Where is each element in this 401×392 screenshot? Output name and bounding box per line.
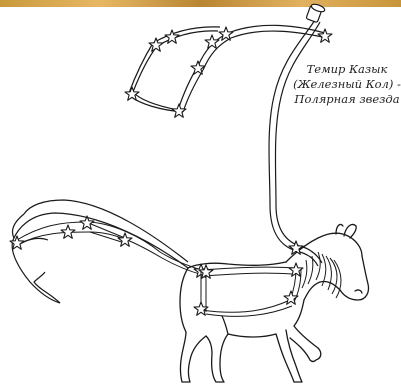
caption-line-1: Темир Казык	[289, 62, 401, 77]
star-icon	[191, 61, 205, 74]
horse-body	[180, 224, 369, 382]
star-icon	[284, 291, 298, 304]
star-icon	[118, 233, 132, 246]
star-icon	[61, 225, 75, 238]
star-icon	[149, 38, 163, 51]
star-icon	[205, 35, 219, 48]
tether-rope	[269, 20, 322, 266]
star-icon	[172, 104, 186, 117]
caption-line-2: (Железный Кол) -	[289, 77, 401, 92]
horse-tail	[12, 200, 188, 303]
tail-constellation-lines	[17, 222, 203, 275]
star-caption: Темир Казык (Железный Кол) - Полярная зв…	[289, 62, 401, 107]
body-constellation-lines	[201, 267, 301, 316]
caption-line-3: Полярная звезда	[289, 92, 401, 107]
horse-mane	[302, 252, 341, 298]
body-stars	[194, 241, 303, 315]
north-star-peg	[306, 3, 326, 23]
star-icon	[125, 87, 139, 100]
star-icon	[318, 29, 332, 42]
star-icon	[80, 216, 94, 229]
